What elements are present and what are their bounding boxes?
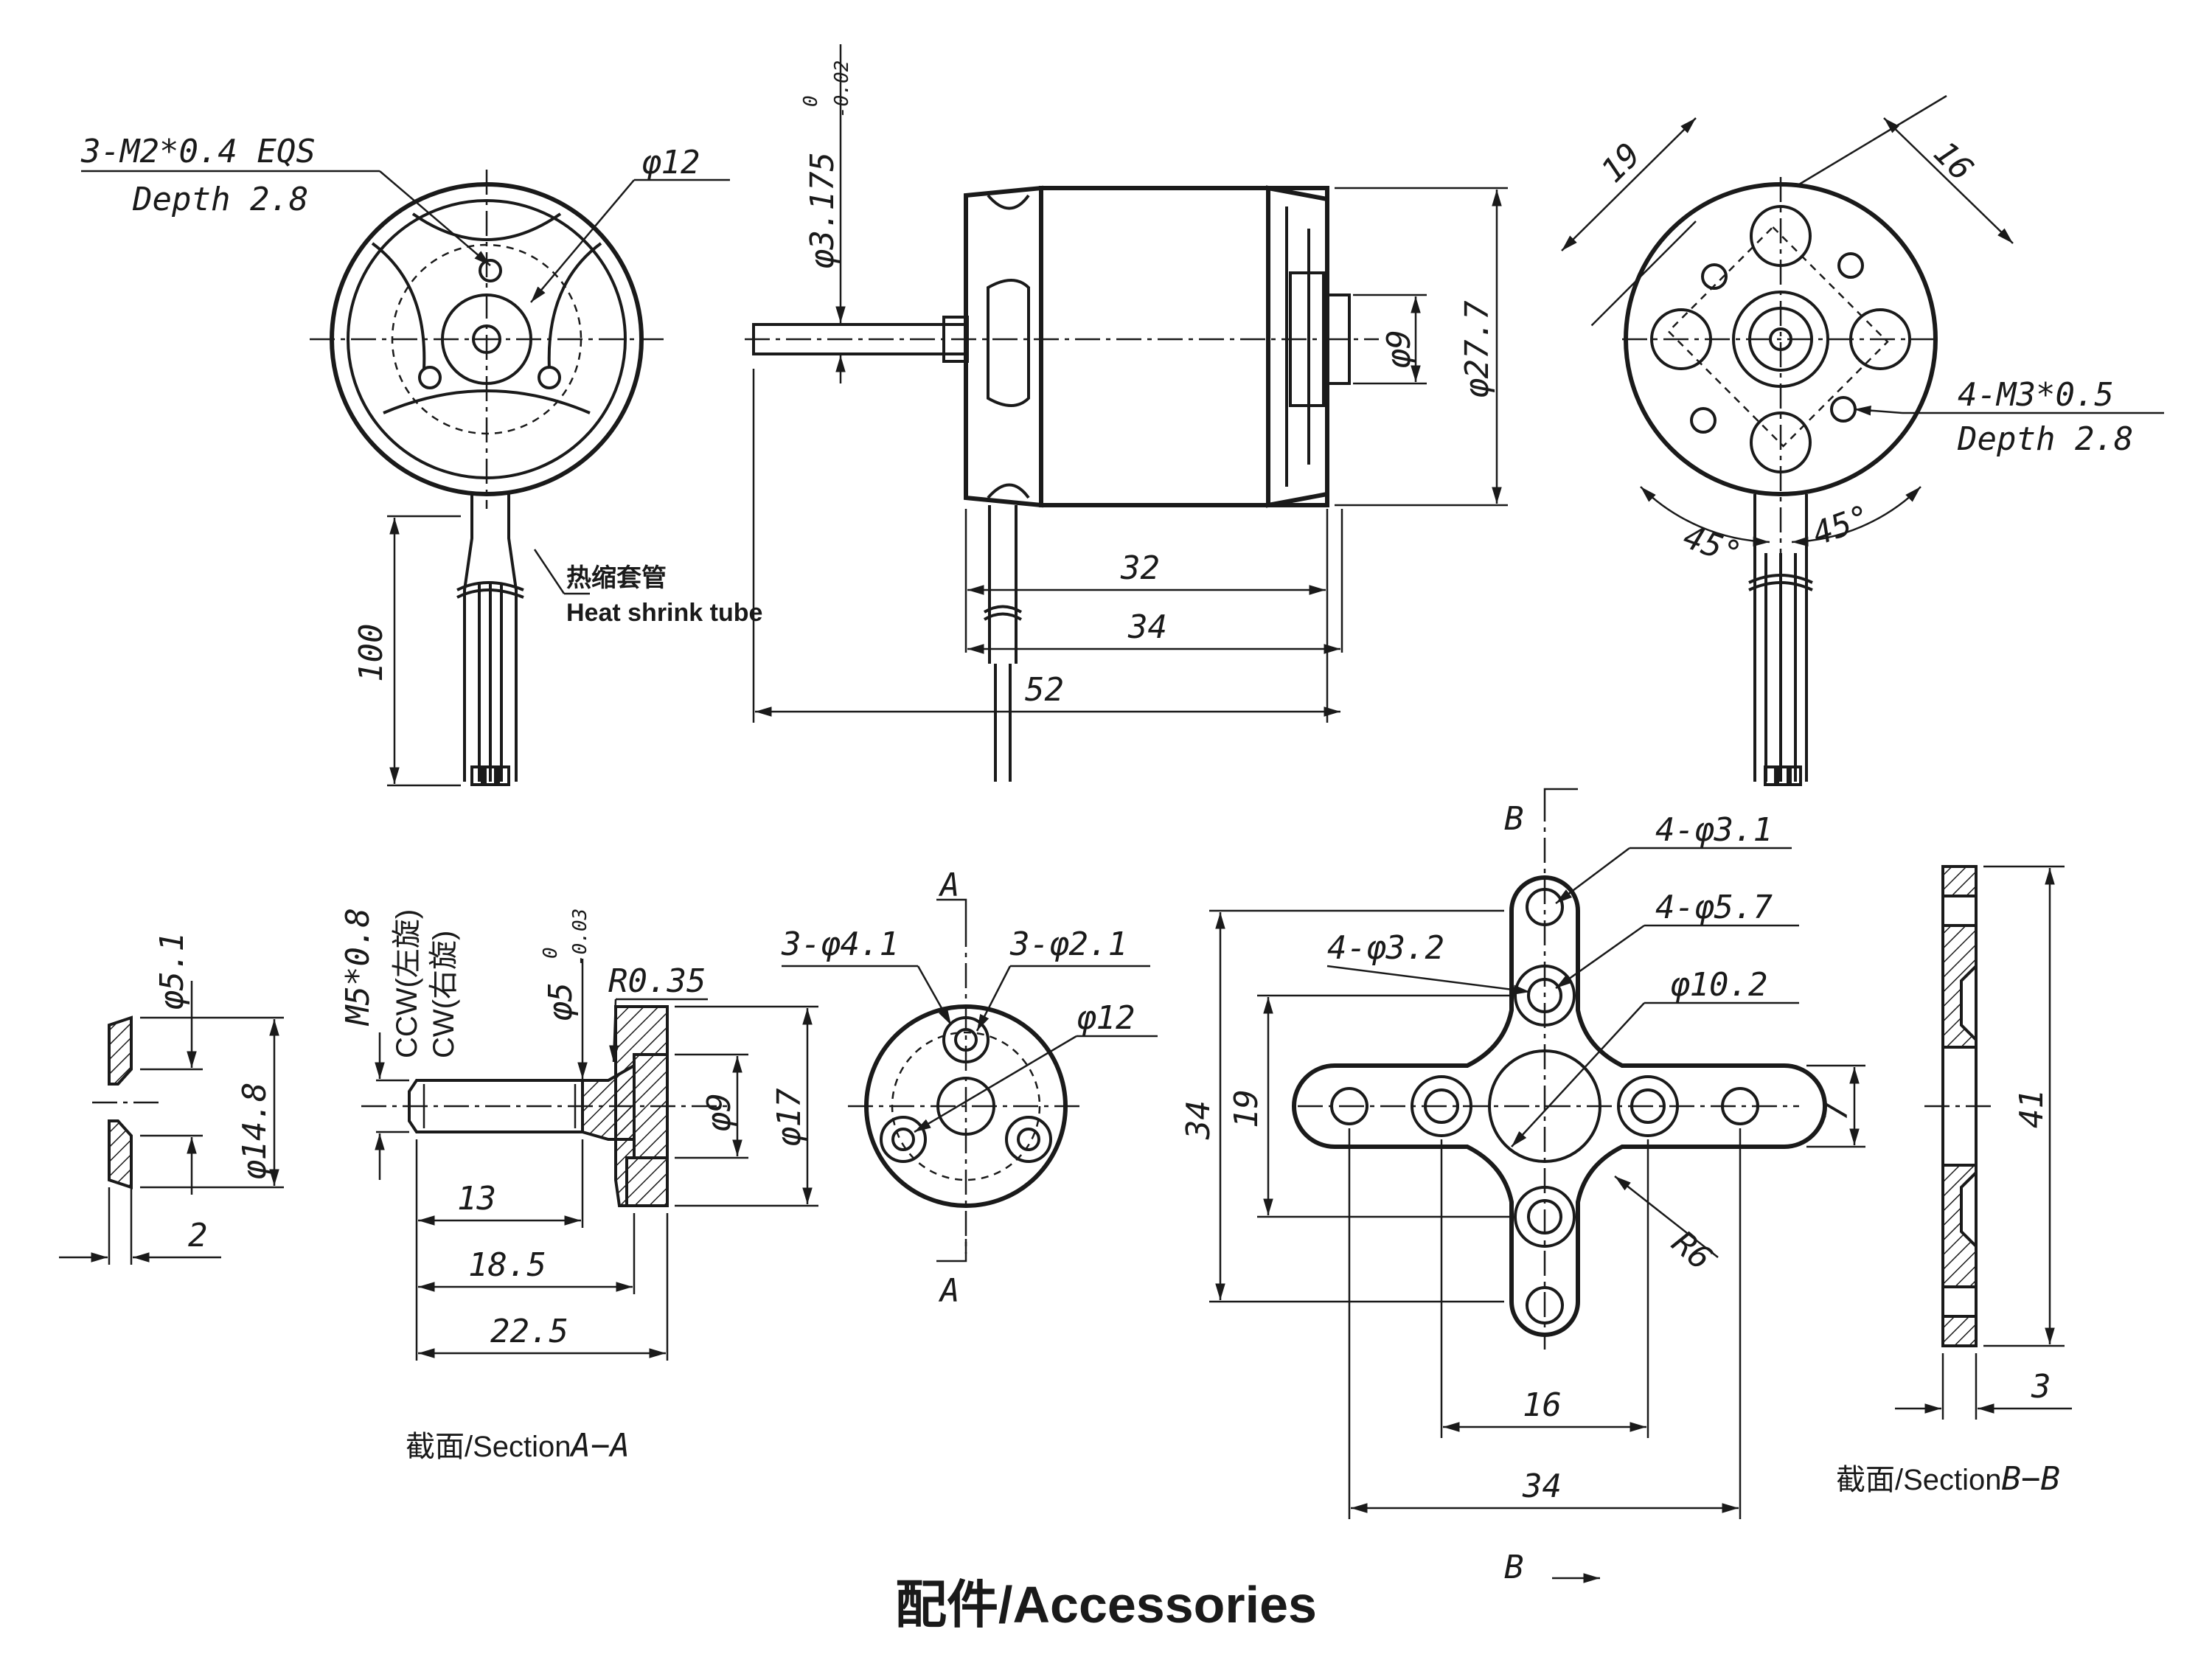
rear-thread-note: 4-M3*0.5 <box>1958 376 2114 414</box>
cross-h19: 19 <box>1228 1089 1265 1128</box>
shaft-diameter: φ3.175 <box>804 152 841 269</box>
section-b-label: 截面/SectionB−B <box>1836 1460 2060 1498</box>
front-mount-hole <box>538 366 561 389</box>
front-thread-depth: Depth 2.8 <box>132 181 308 218</box>
front-diameter-label: φ12 <box>641 144 700 181</box>
section-marker-b-bottom: B <box>1504 1549 1524 1586</box>
collet-d51: φ5.1 <box>153 932 191 1010</box>
adapter-d17: φ17 <box>771 1088 808 1147</box>
adapter-section: M5*0.8 CCW(左旋) CW(右旋) φ5 0 -0.03 R0.35 φ… <box>339 908 818 1465</box>
body-diameter: φ27.7 <box>1458 300 1496 398</box>
boss-diameter: φ9 <box>1380 330 1418 369</box>
cross-holes-57: 4-φ5.7 <box>1655 889 1773 926</box>
motor-body <box>1039 186 1329 507</box>
front-lead-length: 100 <box>352 624 390 682</box>
front-view: 3-M2*0.4 EQS Depth 2.8 φ12 100 热缩套管 Heat… <box>80 133 762 787</box>
section-marker-b-top: B <box>1504 800 1524 838</box>
cross-w7: 7 <box>1818 1101 1855 1121</box>
cross-section-bb: 41 3 截面/SectionB−B <box>1836 865 2072 1498</box>
rear-dim-19: 19 <box>1594 136 1649 190</box>
adapter-bore-tol-lower: -0.03 <box>569 909 591 966</box>
accessories-title: 配件/Accessories <box>895 1576 1317 1633</box>
adapter-holes-41: 3-φ4.1 <box>781 925 899 963</box>
collet-thickness: 2 <box>188 1217 208 1254</box>
section-marker-a-bottom: A <box>938 1272 960 1310</box>
collet-section: φ5.1 φ14.8 2 <box>59 932 284 1265</box>
front-thread-note: 3-M2*0.4 EQS <box>80 133 316 170</box>
rear-thread-depth: Depth 2.8 <box>1957 420 2133 458</box>
rear-dim-16: 16 <box>1926 134 1980 189</box>
cross-center-d: φ10.2 <box>1670 966 1767 1004</box>
section-marker-a-top: A <box>938 867 960 904</box>
rear-view: 19 16 4-M3*0.5 Depth 2.8 45° 45° <box>1561 94 2164 786</box>
cross-mount-outline <box>1292 875 1827 1337</box>
adapter-radius: R0.35 <box>608 962 706 1000</box>
side-view: φ3.175 0 -0.02 φ9 φ27.7 32 34 52 <box>745 44 1508 782</box>
adapter-bore: φ5 <box>542 982 580 1021</box>
adapter-len-185: 18.5 <box>468 1246 546 1284</box>
section-a-label: 截面/SectionA−A <box>406 1427 630 1465</box>
adapter-ccw: CCW(左旋) <box>391 909 423 1058</box>
shaft-tol-lower: -0.02 <box>831 60 853 118</box>
adapter-cw: CW(右旋) <box>428 931 460 1058</box>
adapter-thread: M5*0.8 <box>339 908 377 1027</box>
cross-h34: 34 <box>1180 1100 1217 1140</box>
rear-angle-right: 45° <box>1807 498 1875 553</box>
rear-mount-hole <box>1837 252 1864 279</box>
heat-shrink-label-cn: 热缩套管 <box>566 564 667 592</box>
length-34: 34 <box>1127 608 1167 646</box>
heat-shrink-label-en: Heat shrink tube <box>566 599 762 627</box>
cross-section-thickness: 3 <box>2031 1368 2051 1406</box>
rear-mount-hole <box>1830 396 1857 423</box>
adapter-holes-21: 3-φ2.1 <box>1009 925 1127 963</box>
length-32: 32 <box>1120 549 1160 587</box>
shaft-tol-upper: 0 <box>800 95 822 107</box>
adapter-len-13: 13 <box>457 1180 496 1218</box>
cross-radius: R6 <box>1665 1223 1719 1277</box>
adapter-hole-large <box>1005 1116 1052 1163</box>
adapter-end-view: 3-φ4.1 3-φ2.1 φ12 A A <box>781 867 1158 1310</box>
length-52: 52 <box>1025 671 1064 709</box>
adapter-d9: φ9 <box>700 1093 738 1132</box>
collet-d148: φ14.8 <box>236 1083 274 1180</box>
rear-angle-left: 45° <box>1678 518 1746 573</box>
cross-holes-32: 4-φ3.2 <box>1327 929 1444 967</box>
cross-w34: 34 <box>1522 1468 1562 1505</box>
motor-rear-cap <box>1266 185 1329 508</box>
rear-mount-hole <box>1701 263 1728 290</box>
cross-holes-31: 4-φ3.1 <box>1655 811 1773 849</box>
adapter-len-225: 22.5 <box>490 1313 568 1350</box>
adapter-hole-large <box>880 1116 927 1163</box>
adapter-bore-tol-upper: 0 <box>540 947 562 959</box>
front-mount-hole <box>479 259 502 282</box>
front-mount-hole <box>418 366 442 389</box>
adapter-d12: φ12 <box>1077 999 1135 1037</box>
cross-section-height: 41 <box>2013 1089 2051 1128</box>
cross-w16: 16 <box>1523 1386 1562 1424</box>
rear-mount-hole <box>1690 407 1717 434</box>
cross-mount: B B 4-φ3.1 4-φ5.7 4-φ3.2 φ10.2 34 19 7 R… <box>1180 788 1865 1586</box>
